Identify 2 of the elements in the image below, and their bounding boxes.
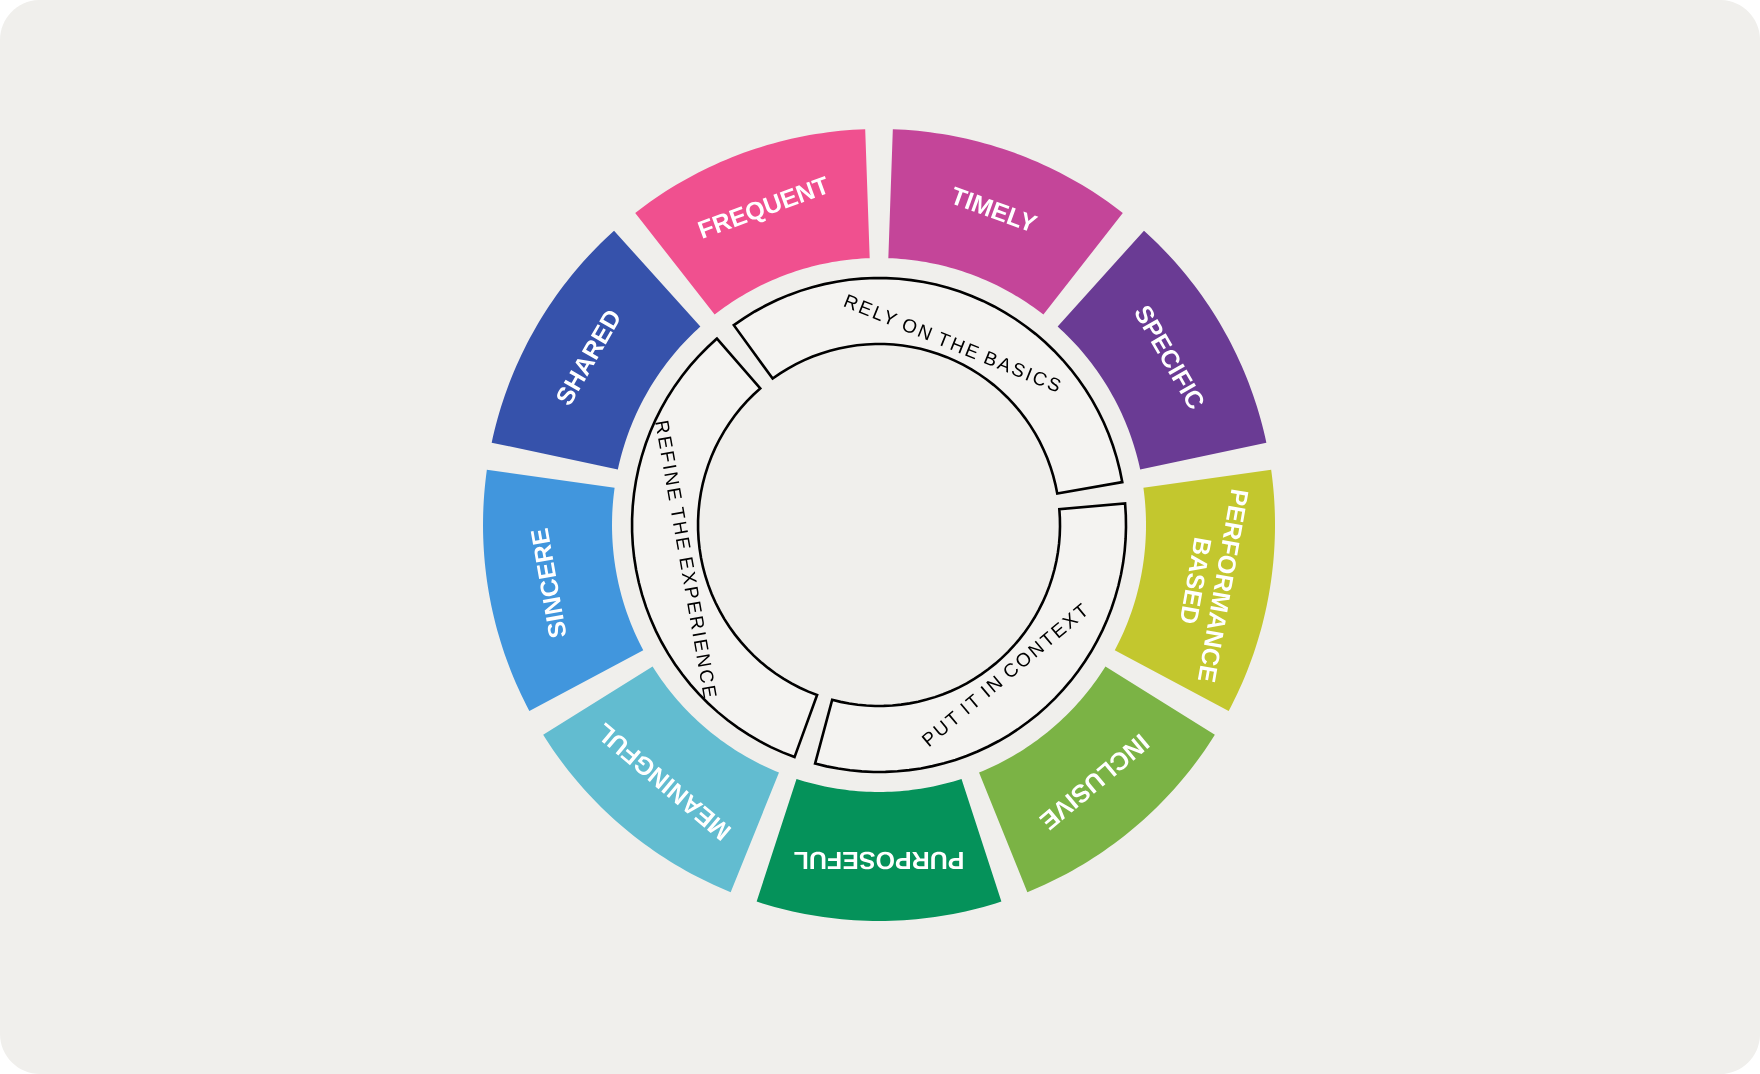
ring-segment: PURPOSEFUL [756,778,1002,921]
ring-segment: SINCERE [483,469,644,711]
